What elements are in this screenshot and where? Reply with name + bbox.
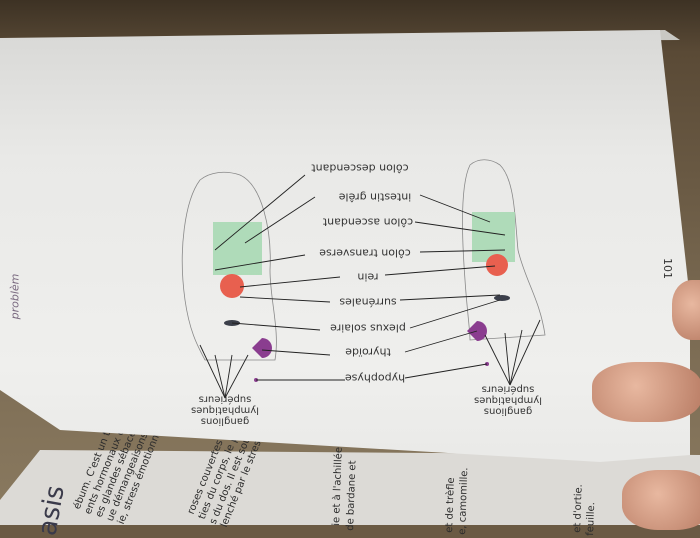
label-rein: rein: [357, 270, 379, 284]
finger: [622, 470, 700, 530]
left-kidney-dot: [220, 274, 244, 298]
label-intestin-grele: intestin grêle: [338, 190, 412, 204]
foot-reflexology-diagram: [181, 159, 546, 399]
right-solar-plexus-mark: [494, 295, 510, 301]
label-colon-descendant: côlon descendant: [311, 161, 409, 175]
page-number: 101: [661, 258, 674, 279]
label-hypophyse: hypophyse: [344, 371, 406, 385]
facing-page: [0, 450, 700, 525]
left-foot-outline: [181, 171, 277, 361]
running-head: problèm: [8, 273, 22, 320]
label-thyroide: thyroïde: [345, 345, 391, 359]
right-foot-outline: [462, 159, 546, 341]
label-colon-ascendant: côlon ascendant: [322, 215, 414, 229]
label-surrenales: surrénales: [339, 295, 397, 309]
label-ganglions-right: ganglions lymphatiques supérieurs: [474, 383, 542, 417]
book-page: [0, 30, 690, 462]
left-thyroid-mark: [252, 338, 272, 358]
finger: [672, 280, 700, 340]
left-intestine-zone: [213, 222, 262, 275]
right-intestine-zone: [472, 212, 515, 262]
label-ganglions-left: ganglions lymphatiques supérieurs: [191, 393, 259, 427]
label-plexus-solaire: plexus solaire: [330, 321, 406, 335]
label-colon-transverse: côlon transverse: [319, 246, 411, 260]
leader-lines: [199, 174, 541, 399]
finger: [592, 362, 700, 422]
right-kidney-dot: [486, 254, 508, 276]
